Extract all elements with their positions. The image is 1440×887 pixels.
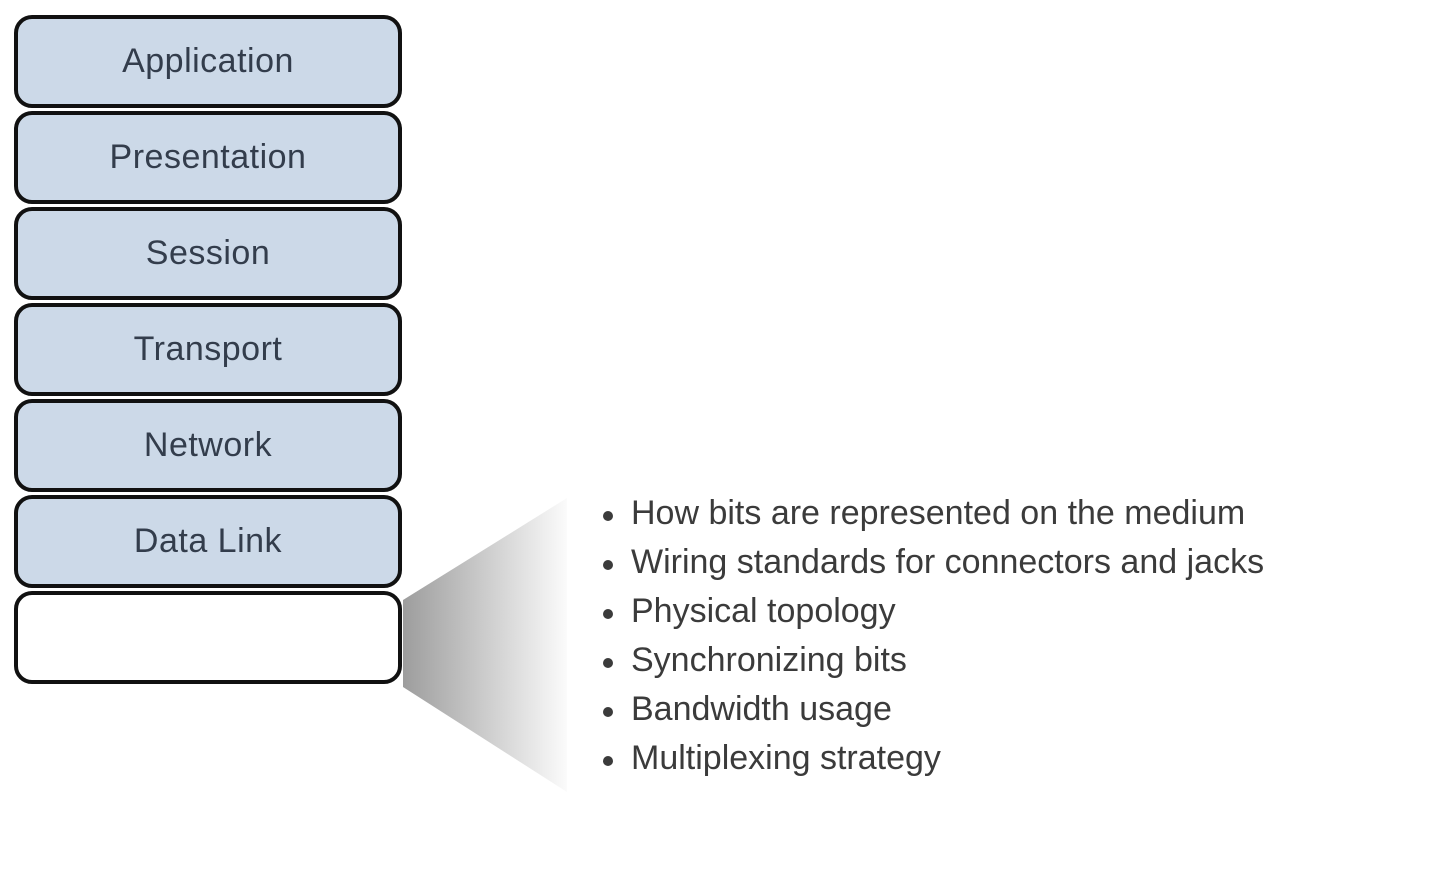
list-item-text: Multiplexing strategy: [631, 739, 941, 777]
bullet-icon: [603, 560, 613, 570]
bullet-icon: [603, 756, 613, 766]
bullet-icon: [603, 511, 613, 521]
list-item-text: Physical topology: [631, 592, 896, 630]
layer-label: Session: [145, 234, 271, 272]
layer-label: Transport: [133, 330, 283, 368]
list-item-text: How bits are represented on the medium: [631, 494, 1246, 532]
bullet-icon: [603, 707, 613, 717]
list-item: Wiring standards for connectors and jack…: [597, 538, 1437, 587]
layer-physical-blank: [14, 591, 402, 684]
layer-label: Application: [122, 42, 294, 80]
bullet-icon: [603, 658, 613, 668]
layer-label: Presentation: [109, 138, 307, 176]
callout-pointer-icon: [403, 498, 567, 792]
list-item: How bits are represented on the medium: [597, 489, 1437, 538]
physical-layer-details-list: How bits are represented on the medium W…: [597, 489, 1437, 783]
layer-presentation: Presentation: [14, 111, 402, 204]
layer-transport: Transport: [14, 303, 402, 396]
list-item: Physical topology: [597, 587, 1437, 636]
list-item: Bandwidth usage: [597, 685, 1437, 734]
osi-layer-stack: Application Presentation Session Transpo…: [14, 15, 402, 684]
layer-data-link: Data Link: [14, 495, 402, 588]
layer-label: Network: [143, 426, 273, 464]
layer-label: Data Link: [133, 522, 283, 560]
list-item-text: Synchronizing bits: [631, 641, 907, 679]
layer-network: Network: [14, 399, 402, 492]
list-item: Synchronizing bits: [597, 636, 1437, 685]
bullet-icon: [603, 609, 613, 619]
layer-application: Application: [14, 15, 402, 108]
layer-session: Session: [14, 207, 402, 300]
list-item: Multiplexing strategy: [597, 734, 1437, 783]
list-item-text: Wiring standards for connectors and jack…: [631, 543, 1265, 581]
list-item-text: Bandwidth usage: [631, 690, 892, 728]
